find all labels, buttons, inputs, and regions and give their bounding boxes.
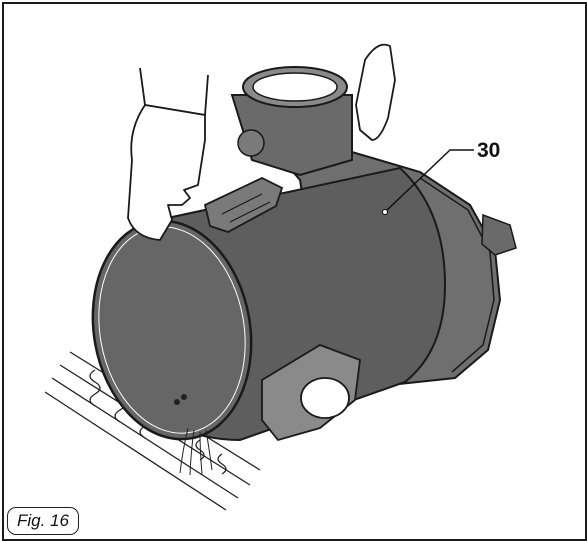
part-number-callout: 30: [477, 139, 501, 162]
water-drain-icon: [179, 427, 213, 476]
figure-caption: Fig. 16: [7, 507, 79, 535]
hand-icon: [127, 67, 209, 241]
callout-leader: [384, 149, 474, 213]
side-knob: [481, 213, 517, 256]
hand-icon: [355, 43, 396, 141]
head-rim: [419, 177, 495, 373]
latch-clip: [203, 176, 284, 233]
